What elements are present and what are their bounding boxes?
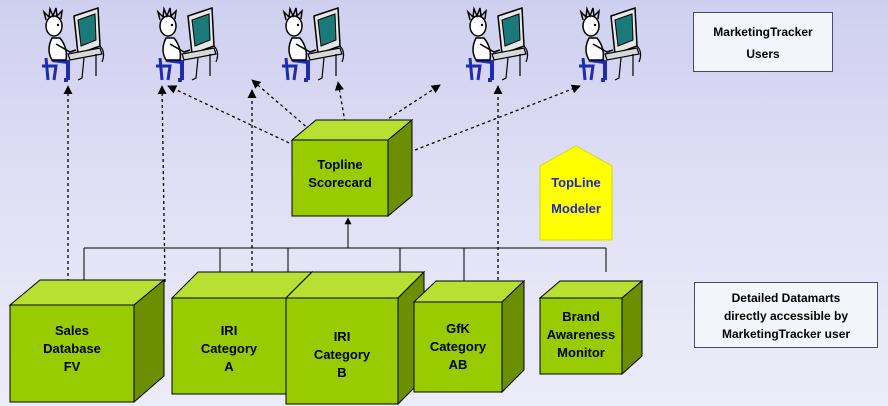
datamart-sales-line1: Sales: [55, 323, 89, 338]
datamart-brand-line3: Monitor: [557, 345, 605, 360]
datamart-gfk-cube: [412, 279, 526, 394]
users-legend-box: MarketingTracker Users: [693, 12, 833, 72]
datamart-sales-line3: FV: [63, 359, 81, 374]
topline-scorecard-line2: Scorecard: [308, 175, 372, 190]
datamart-iri-a-line3: A: [224, 359, 234, 374]
datamart-brand-line1: Brand: [562, 309, 600, 324]
topline-scorecard-label: Topline Scorecard: [292, 156, 388, 192]
datamart-sales-line2: Database: [43, 341, 101, 356]
datamarts-legend-line1: Detailed Datamarts: [731, 291, 841, 305]
datamarts-legend-line2: directly accessible by: [723, 309, 849, 323]
users-legend-subtitle: Users: [746, 47, 780, 61]
datamart-iri-a-line1: IRI: [220, 323, 238, 338]
datamart-iri-a-line2: Category: [200, 341, 258, 356]
datamart-iri-b-line2: Category: [313, 347, 371, 362]
connector-tree: [83, 247, 607, 282]
datamarts-legend-box: Detailed Datamarts directly accessible b…: [694, 282, 878, 348]
datamart-iri-a-label: IRI Category A: [172, 322, 286, 376]
user-icon: [40, 6, 106, 82]
user-icon: [280, 6, 346, 82]
datamart-iri-b-line1: IRI: [333, 329, 351, 344]
topline-modeler-label: TopLine Modeler: [540, 174, 612, 218]
datamart-brand-line2: Awareness: [546, 327, 616, 342]
topline-modeler-line2: Modeler: [551, 201, 601, 216]
user-icon: [464, 6, 530, 82]
datamart-iri-b-line3: B: [337, 365, 347, 380]
datamart-gfk-label: GfK Category AB: [414, 320, 502, 374]
datamart-brand-label: Brand Awareness Monitor: [540, 308, 622, 362]
datamart-sales-label: Sales Database FV: [10, 322, 134, 376]
datamart-sales-cube: [8, 278, 166, 404]
datamart-brand-cube: [538, 279, 644, 376]
topline-scorecard-line1: Topline: [317, 157, 363, 172]
datamart-iri-b-label: IRI Category B: [286, 328, 398, 382]
topline-modeler-line1: TopLine: [551, 175, 601, 190]
datamart-gfk-line2: Category: [429, 339, 487, 354]
topline-modeler-shape: [539, 145, 613, 241]
datamart-to-users-arrows: [63, 85, 503, 292]
datamarts-legend-line3: MarketingTracker user: [721, 327, 851, 341]
datamart-gfk-line3: AB: [448, 357, 468, 372]
users-legend-title: MarketingTracker: [713, 25, 813, 39]
topline-scorecard-cube: [290, 118, 414, 218]
user-icon: [577, 6, 643, 82]
datamart-gfk-line1: GfK: [446, 321, 470, 336]
user-icon: [154, 6, 220, 82]
